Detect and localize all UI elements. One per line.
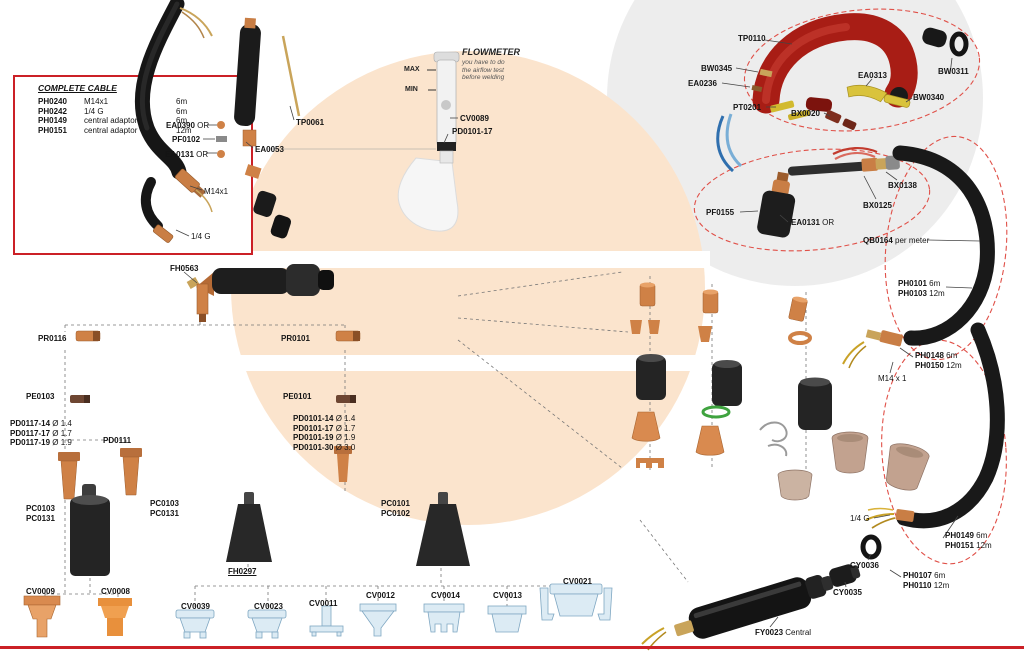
central-adaptor-group (641, 574, 834, 651)
torch-handle-group (716, 13, 969, 173)
part-label-bx0138: BX0138 (888, 181, 917, 190)
part-label-cv0014: CV0014 (431, 591, 460, 600)
left-cable-assembly (134, 0, 213, 243)
part-label-cy0036: CY0036 (850, 561, 879, 570)
part-label-cv0012: CV0012 (366, 591, 395, 600)
part-label-pf0102: PF0102 (172, 135, 201, 144)
part-label-cv0011: CV0011 (309, 599, 338, 608)
flowmeter-device (397, 51, 460, 232)
part-label-bx0020: BX0020 (791, 109, 820, 118)
part-label-pf0155: PF0155 (706, 208, 735, 217)
part-label-bw0345: BW0345 (701, 64, 733, 73)
leader-lines (175, 39, 981, 628)
part-label-ea0236: EA0236 (688, 79, 717, 88)
part-label-cv0023: CV0023 (254, 602, 283, 611)
complete-cable-border (13, 75, 253, 255)
part-label-pr0101: PR0101 (281, 334, 310, 343)
part-label-m14x1-right: M14 x 1 (878, 374, 907, 383)
torch-body-left (186, 264, 334, 322)
part-label-m14x1-left: M14x1 (204, 187, 229, 196)
part-label-pe0101: PE0101 (283, 392, 312, 401)
neck-assembly-group (757, 147, 900, 238)
complete-cable-title: COMPLETE CABLE (38, 83, 117, 93)
part-label-pe0103: PE0103 (26, 392, 55, 401)
part-label-ea0053: EA0053 (255, 145, 284, 154)
part-label-bw0340: BW0340 (913, 93, 945, 102)
flowmeter-annotation: FLOWMETER you have to do the airflow tes… (462, 47, 536, 82)
part-label-cv0009: CV0009 (26, 587, 55, 596)
part-label-cy0035: CY0035 (833, 588, 862, 597)
left-parts-tree (23, 330, 613, 639)
part-label-ea0390: EA0390 OR (166, 121, 210, 130)
part-label-bx0125: BX0125 (863, 201, 892, 210)
part-label-fh0297: FH0297 (228, 567, 257, 576)
flowmeter-max-label: MAX (404, 66, 420, 73)
bottom-red-line (0, 646, 1024, 649)
part-label-cv0021: CV0021 (563, 577, 592, 586)
part-label-cv0089: CV0089 (460, 114, 489, 123)
part-label-fy0023: FY0023 Central (755, 628, 812, 637)
part-label-ea0131-right: EA0131 OR (791, 218, 835, 227)
part-label-pd0111: PD0111 (103, 436, 132, 445)
part-label-pt0201: PT0201 (733, 103, 762, 112)
part-label-qb0164: QB0164 per meter (863, 236, 930, 245)
part-label-ea0131-left: EA0131 OR (165, 150, 209, 159)
part-label-cv0008: CV0008 (101, 587, 130, 596)
part-label-pd0101-17-flow: PD0101-17 (452, 127, 493, 136)
flowmeter-min-label: MIN (405, 86, 418, 93)
part-label-ea0313: EA0313 (858, 71, 887, 80)
right-cables (829, 145, 1005, 587)
part-label-bw0311: BW0311 (938, 67, 969, 76)
part-label-cv0039: CV0039 (181, 602, 210, 611)
flowmeter-title: FLOWMETER (462, 47, 520, 57)
part-label-tp0061: TP0061 (296, 118, 325, 127)
part-label-quarter-g-left: 1/4 G (191, 232, 211, 241)
part-label-fh0563: FH0563 (170, 264, 199, 273)
exploded-head-cluster (630, 282, 930, 501)
part-label-quarter-g-right: 1/4 G (850, 514, 870, 523)
part-label-pr0116: PR0116 (38, 334, 67, 343)
part-label-cv0013: CV0013 (493, 591, 522, 600)
part-label-tp0110: TP0110 (738, 34, 766, 43)
flowmeter-note-text: you have to do the airflow test before w… (462, 59, 505, 81)
background-circles (228, 0, 983, 525)
